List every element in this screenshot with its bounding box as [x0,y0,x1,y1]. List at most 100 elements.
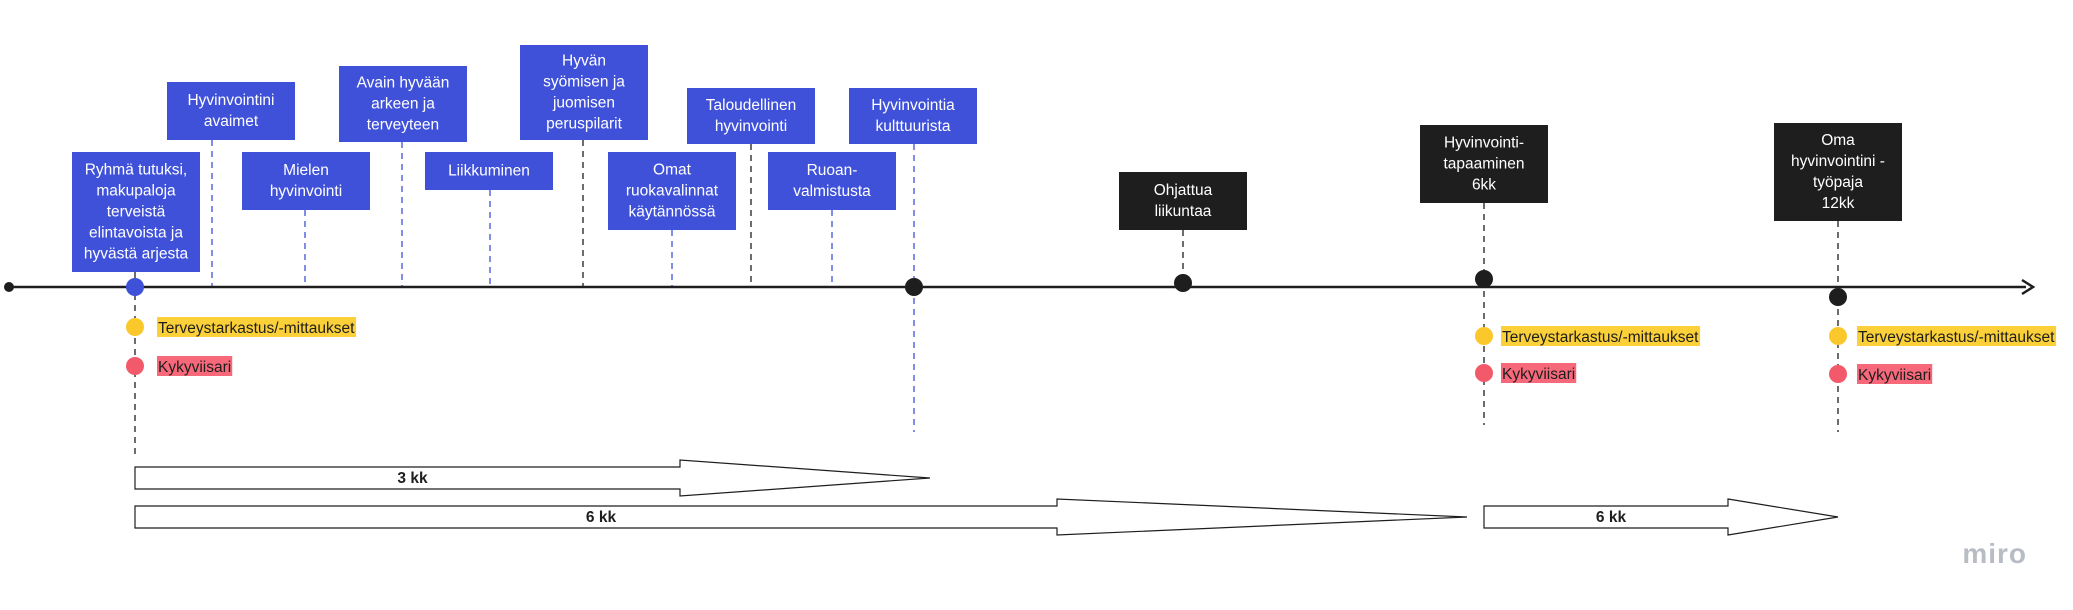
event-box-bg [687,88,815,144]
event-box-tapaaminen: Hyvinvointi-tapaaminen 6kk [1420,125,1548,203]
event-box-label-line: syömisen ja [543,74,625,91]
kykyviisari-highlight [1857,364,1933,384]
kykyviisari-label: Kykyviisari [158,359,231,376]
event-box-avain: Avain hyvään arkeen ja terveyteen [339,66,467,142]
kykyviisari-highlight [157,356,233,376]
milestone-ohjattua-dot [1174,274,1192,292]
event-box-syominen: Hyvän syömisen ja juomisen peruspilarit [520,45,648,140]
event-box-label-line: Mielen [283,162,329,179]
event-box-bg [72,152,200,272]
kykyviisari-dot [1829,365,1847,383]
event-box-label-line: 12kk [1822,195,1855,212]
kykyviisari-highlight [1501,363,1577,383]
event-box-label-line: Hyvän [562,53,606,70]
event-box-bg [425,152,553,190]
connectors [134,140,1839,455]
event-box-label-line: hyvinvointi [715,118,787,135]
kykyviisari-dot [1475,364,1493,382]
event-box-label-line: Hyvinvointia [871,97,955,114]
event-box-avaimet: Hyvinvointini avaimet [167,82,295,140]
event-box-ohjattua: Ohjattua liikuntaa [1119,172,1247,230]
event-box-label-line: Hyvinvointini [187,92,274,109]
arrow-6kk-short-shape [1483,498,1839,536]
event-box-bg [242,152,370,210]
health-check-label: Terveystarkastus/-mittaukset [1502,329,1699,346]
event-box-label-line: arkeen ja [371,96,435,113]
axis-arrowhead [2021,278,2036,296]
arrow-3kk: 3 kk [134,459,931,497]
event-box-bg [1420,125,1548,203]
kykyviisari-label: Kykyviisari [1502,366,1575,383]
event-box-label-line: Ruoan- [807,162,858,179]
event-box-label-line: valmistusta [793,183,871,200]
milestone-3kk-dot [905,278,923,296]
event-box-label-line: käytännössä [628,204,715,221]
event-box-label-line: Ohjattua [1154,182,1213,199]
event-box-tyopaja: Oma hyvinvointini - työpaja 12kk [1774,123,1902,221]
event-box-ruokavalinnat: Omat ruokavalinnat käytännössä [608,152,736,230]
event-box-label-line: ruokavalinnat [626,183,719,200]
event-box-bg [608,152,736,230]
event-box-label-line: peruspilarit [546,116,623,133]
health-check-label: Terveystarkastus/-mittaukset [158,320,355,337]
event-box-kulttuuri: Hyvinvointia kulttuurista [849,88,977,144]
event-box-label-line: hyvinvointini - [1791,153,1885,170]
health-check-dot [126,318,144,336]
event-box-label-line: työpaja [1813,174,1863,191]
event-box-label-line: Ryhmä tutuksi, [85,162,188,179]
arrow-6kk-short: 6 kk [1483,498,1839,536]
arrow-3kk-shape [134,459,931,497]
duration-arrows: 3 kk 6 kk 6 kk [134,459,1839,536]
milestone-6kk-dot [1475,270,1493,288]
arrow-3kk-label: 3 kk [397,470,428,487]
event-box-label-line: Omat [653,162,692,179]
event-box-label-line: terveistä [107,204,166,221]
event-box-label-line: terveyteen [367,117,439,134]
event-box-bg [849,88,977,144]
event-box-ruoanvalmistus: Ruoan-valmistusta [768,152,896,210]
arrow-6kk-long-label: 6 kk [586,509,617,526]
event-box-label-line: Liikkuminen [448,163,530,180]
event-box-bg [520,45,648,140]
event-box-label-line: Avain hyvään [357,75,450,92]
event-box-bg [339,66,467,142]
event-box-bg [1119,172,1247,230]
arrow-6kk-long: 6 kk [134,498,1468,536]
event-box-label-line: Oma [1821,132,1855,149]
milestone-start-dot [126,278,144,296]
event-box-label-line: tapaaminen [1443,156,1524,173]
axis-start-dot [4,282,14,292]
event-box-label-line: Taloudellinen [706,97,797,114]
event-box-label-line: kulttuurista [876,118,951,135]
event-box-liikkuminen: Liikkuminen [425,152,553,190]
event-box-label-line: 6kk [1472,177,1496,194]
kykyviisari-dot [126,357,144,375]
event-box-label-line: liikuntaa [1155,203,1212,220]
health-check-highlight [1501,326,1701,346]
event-box-label-line: makupaloja [96,183,176,200]
event-box-label-line: elintavoista ja [89,225,183,242]
health-check-dot [1829,327,1847,345]
event-box-bg [768,152,896,210]
markers: Terveystarkastus/-mittauksetKykyviisariT… [126,270,2057,384]
event-box-bg [1774,123,1902,221]
timeline-axis [4,278,2036,296]
health-check-highlight [1857,326,2057,346]
event-box-label-line: juomisen [552,95,615,112]
event-box-ryhma: Ryhmä tutuksi, makupaloja terveistä elintav… [72,152,200,272]
miro-watermark: miro [1962,538,2027,569]
event-boxes: Ryhmä tutuksi, makupaloja terveistä elintav… [72,45,1902,272]
milestone-12kk-dot [1829,288,1847,306]
kykyviisari-label: Kykyviisari [1858,367,1931,384]
health-check-label: Terveystarkastus/-mittaukset [1858,329,2055,346]
event-box-label-line: Hyvinvointi- [1444,135,1524,152]
event-box-bg [167,82,295,140]
health-check-dot [1475,327,1493,345]
event-box-label-line: avaimet [204,113,259,130]
arrow-6kk-short-label: 6 kk [1596,509,1627,526]
